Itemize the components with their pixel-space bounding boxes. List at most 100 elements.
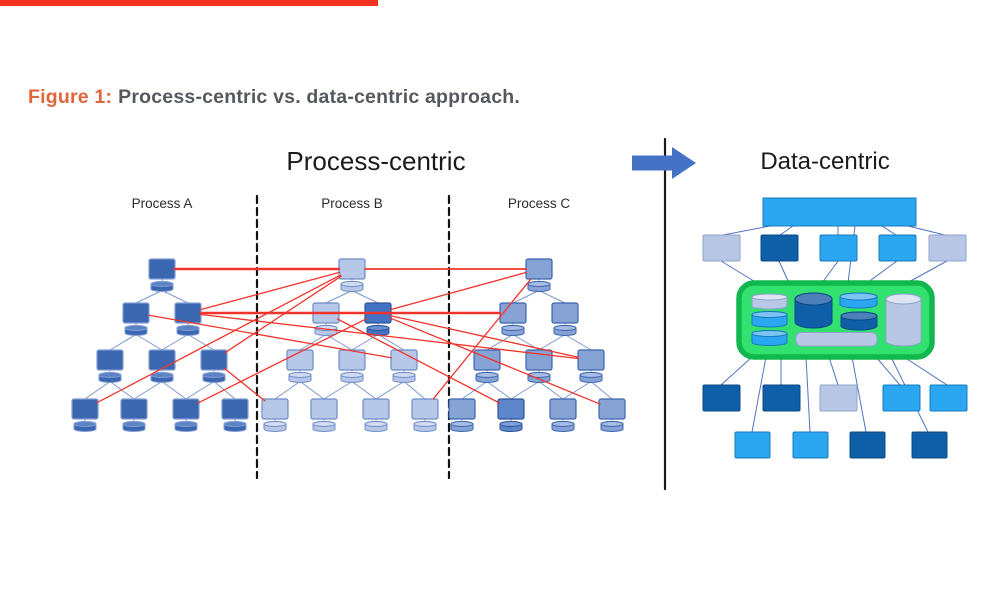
parent-child-link [562, 381, 592, 400]
data-centric-connector [779, 225, 794, 236]
parent-child-link [351, 334, 379, 351]
data-centric-connector [778, 260, 790, 284]
data-centric-connector [821, 260, 839, 284]
process-task-node [338, 349, 366, 371]
process-task-node [338, 258, 366, 280]
parent-child-link [512, 290, 540, 304]
database-cylinder-top [751, 330, 788, 337]
cross-process-link [390, 315, 579, 358]
parent-child-link [161, 334, 189, 351]
parent-child-link [299, 334, 327, 351]
cross-process-link [95, 274, 342, 404]
app-node-lower [882, 384, 921, 412]
top-accent-bar [0, 0, 378, 6]
app-node-upper [760, 234, 799, 262]
process-datastore-top [312, 421, 336, 427]
cross-process-link [224, 275, 342, 354]
parent-child-link [133, 381, 163, 400]
data-centric-connector [903, 356, 948, 386]
app-node-upper [702, 234, 741, 262]
process-datastore-top [499, 421, 523, 427]
database-cylinder-top [751, 311, 788, 318]
cross-process-link [200, 313, 579, 360]
transform-arrow [632, 147, 696, 179]
app-node-lower [819, 384, 858, 412]
database-cylinder-top [751, 293, 788, 301]
parent-child-link [351, 290, 379, 304]
process-datastore-top [98, 372, 122, 378]
app-node-lower [929, 384, 968, 412]
figure-caption: Figure 1:Process-centric vs. data-centri… [28, 86, 520, 109]
process-task-node [221, 398, 249, 420]
parent-child-link [375, 381, 405, 400]
figure-caption-text: Process-centric vs. data-centric approac… [118, 86, 520, 108]
data-centric-connector [851, 356, 867, 433]
parent-child-link [590, 381, 613, 400]
process-centric-title: Process-centric [286, 146, 466, 176]
process-task-node [148, 258, 176, 280]
process-datastore-top [364, 421, 388, 427]
cross-process-link [199, 271, 341, 311]
process-datastore-top [73, 421, 97, 427]
data-centric-connector [720, 260, 758, 284]
process-datastore-top [475, 372, 499, 378]
database-cylinder-large-top [794, 292, 833, 306]
process-datastore-top [366, 325, 390, 331]
parent-child-link [187, 334, 215, 351]
app-node-upper [819, 234, 858, 262]
app-node-bottom [734, 431, 771, 459]
parent-child-link [564, 334, 592, 351]
process-label: Process C [508, 196, 571, 211]
cross-process-link [389, 271, 528, 311]
parent-child-link [538, 334, 566, 351]
process-datastore-top [340, 372, 364, 378]
app-node-lower [762, 384, 801, 412]
parent-child-link [325, 290, 353, 304]
parent-child-link [161, 290, 189, 304]
process-task-node [148, 349, 176, 371]
app-node-upper [878, 234, 917, 262]
cross-process-link [223, 367, 266, 402]
parent-child-link [299, 381, 325, 400]
process-label: Process B [321, 196, 383, 211]
process-datastore-top [551, 421, 575, 427]
app-node-bottom [792, 431, 829, 459]
parent-child-link [135, 290, 163, 304]
process-datastore-top [600, 421, 624, 427]
data-centric-connector [828, 356, 839, 386]
app-node-bottom [911, 431, 948, 459]
process-task-node [71, 398, 99, 420]
process-task-node [497, 398, 525, 420]
data-tray [795, 332, 878, 347]
database-cylinder-top [840, 311, 878, 321]
parent-child-link [486, 334, 514, 351]
process-task-node [172, 398, 200, 420]
app-node-lower [702, 384, 741, 412]
process-task-node [261, 398, 289, 420]
app-node-bottom [849, 431, 886, 459]
process-task-node [310, 398, 338, 420]
process-task-node [549, 398, 577, 420]
parent-child-link [274, 381, 301, 400]
data-centric-title: Data-centric [760, 148, 890, 175]
parent-child-link [84, 381, 111, 400]
process-datastore-top [527, 372, 551, 378]
parent-child-link [351, 381, 377, 400]
process-task-node [122, 302, 150, 324]
process-datastore-top [392, 372, 416, 378]
process-task-node [551, 302, 579, 324]
parent-child-link [486, 381, 512, 400]
process-task-node [362, 398, 390, 420]
parent-child-link [185, 381, 215, 400]
process-datastore-top [122, 421, 146, 427]
parent-child-link [377, 334, 405, 351]
parent-child-link [403, 381, 426, 400]
process-datastore-top [202, 372, 226, 378]
parent-child-link [109, 334, 137, 351]
data-centric-connector [875, 356, 901, 386]
parent-child-link [538, 290, 566, 304]
figure-caption-prefix: Figure 1: [28, 86, 113, 108]
data-centric-connector [722, 225, 771, 236]
process-task-node [448, 398, 476, 420]
